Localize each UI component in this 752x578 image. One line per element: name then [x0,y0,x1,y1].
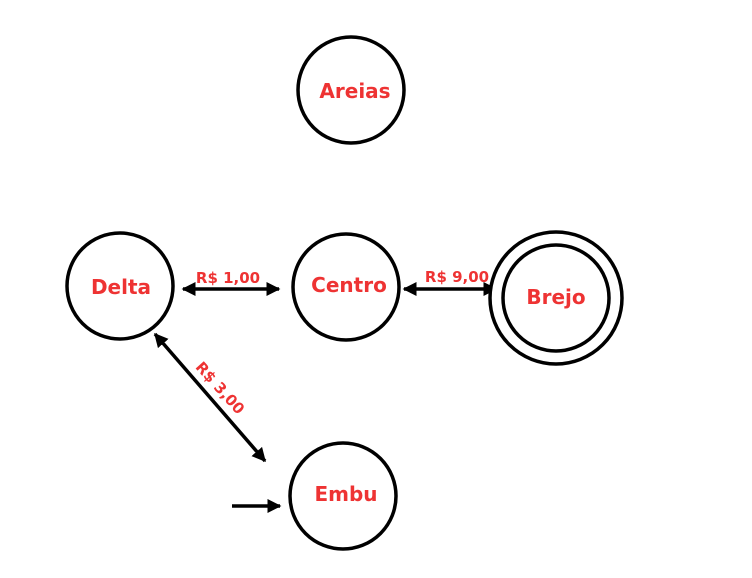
state-brejo: Brejo [488,230,624,366]
state-embu-label: Embu [314,482,377,506]
edge-delta-embu [153,332,267,463]
state-delta-circle [65,231,175,341]
state-centro-circle [291,232,401,342]
state-centro: Centro [291,232,401,342]
state-areias-circle [296,35,406,145]
state-areias-label: Areias [319,79,390,103]
state-brejo-inner-circle [501,243,611,353]
edge-label-centro-brejo: R$ 9,00 [425,268,489,286]
state-areias: Areias [296,35,406,145]
edge-label-delta-centro: R$ 1,00 [196,269,260,287]
state-embu: Embu [288,441,398,551]
state-delta: Delta [65,231,175,341]
state-embu-circle [288,441,398,551]
state-centro-label: Centro [311,273,387,297]
state-brejo-label: Brejo [526,285,585,309]
state-delta-label: Delta [91,275,151,299]
